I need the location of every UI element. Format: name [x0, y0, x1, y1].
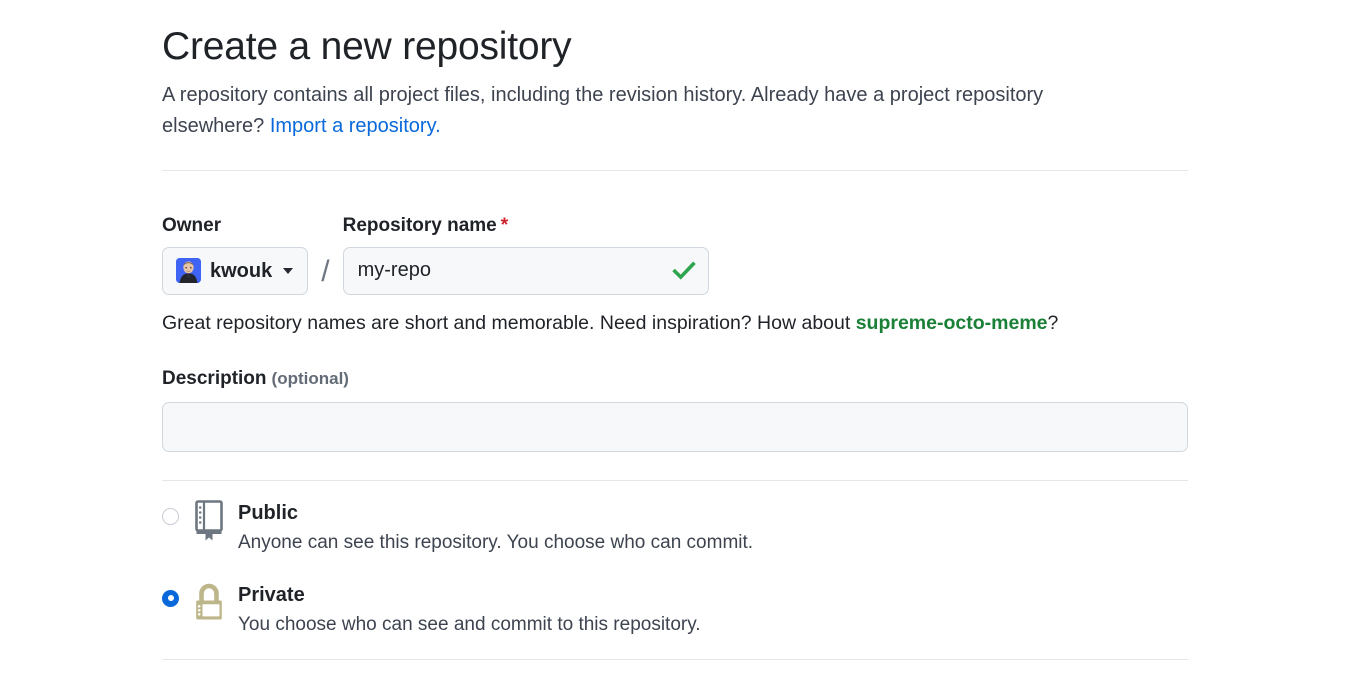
suggested-repository-name[interactable]: supreme-octo-meme	[855, 311, 1048, 334]
repository-name-hint: Great repository names are short and mem…	[162, 310, 1188, 336]
required-asterisk: *	[500, 214, 509, 236]
repository-name-label: Repository name*	[343, 216, 709, 235]
page-title: Create a new repository	[162, 25, 572, 68]
import-repository-link[interactable]: Import a repository.	[269, 114, 441, 137]
description-divider	[162, 480, 1188, 482]
hint-suffix: ?	[1047, 311, 1059, 334]
visibility-private-text: Private You choose who can see and commi…	[238, 581, 701, 639]
repository-name-label-text: Repository name	[342, 214, 497, 236]
description-optional-tag: (optional)	[271, 369, 349, 389]
repository-name-input-wrap	[342, 246, 709, 295]
description-label-text: Description	[162, 368, 267, 390]
radio-public[interactable]	[162, 508, 179, 526]
owner-field-block: Owner kwouk	[162, 214, 309, 295]
visibility-private-description: You choose who can see and commit to thi…	[238, 613, 701, 635]
visibility-public-description: Anyone can see this repository. You choo…	[238, 532, 754, 554]
description-label: Description(optional)	[162, 369, 1188, 388]
visibility-option-public[interactable]: Public Anyone can see this repository. Y…	[162, 499, 1188, 557]
visibility-public-title: Public	[238, 502, 299, 525]
user-avatar-photo-icon	[176, 258, 201, 284]
repository-name-input[interactable]	[342, 246, 709, 295]
owner-name-separator: /	[321, 254, 330, 288]
visibility-public-text: Public Anyone can see this repository. Y…	[238, 499, 753, 557]
hint-prefix: Great repository names are short and mem…	[162, 311, 856, 334]
form-container: Create a new repository A repository con…	[162, 0, 1188, 662]
owner-and-name-row: Owner kwouk	[162, 216, 1188, 295]
visibility-option-private[interactable]: Private You choose who can see and commi…	[162, 581, 1188, 639]
lock-icon	[196, 583, 222, 620]
description-input[interactable]	[162, 402, 1188, 453]
page-subtitle: A repository contains all project files,…	[162, 80, 1122, 142]
repo-book-icon	[195, 500, 223, 541]
owner-label: Owner	[162, 214, 222, 236]
owner-dropdown[interactable]: kwouk	[162, 246, 309, 295]
page-subtitle-text: A repository contains all project files,…	[162, 83, 1044, 137]
visibility-private-title: Private	[238, 583, 305, 606]
radio-private[interactable]	[162, 589, 179, 607]
chevron-down-icon	[283, 267, 294, 274]
repository-name-field-block: Repository name*	[342, 216, 709, 295]
owner-username: kwouk	[210, 259, 273, 282]
visibility-divider	[162, 659, 1188, 660]
header-divider	[162, 169, 1188, 171]
visibility-options-list: Public Anyone can see this repository. Y…	[162, 499, 1188, 638]
description-field-block: Description(optional)	[162, 369, 1188, 453]
